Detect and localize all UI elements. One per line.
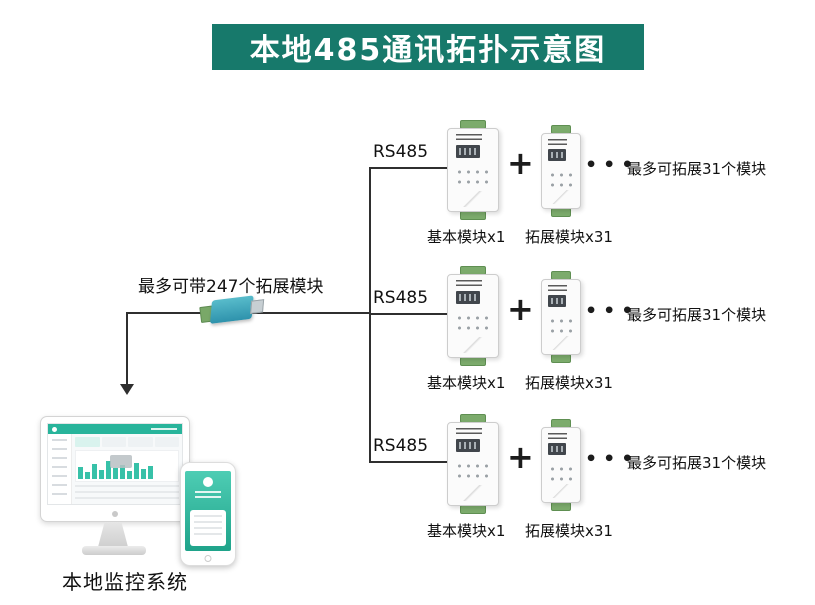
terminal-block-bottom bbox=[551, 502, 571, 511]
dashboard-screenshot bbox=[47, 423, 183, 505]
expansion-module bbox=[541, 271, 581, 363]
expansion-module bbox=[541, 125, 581, 217]
dashboard-body bbox=[48, 434, 182, 504]
terminal-holes bbox=[455, 313, 492, 334]
basic-module bbox=[447, 266, 499, 366]
max-expand-label: 最多可拓展31个模块 bbox=[627, 160, 767, 178]
terminal-block-bottom bbox=[460, 505, 486, 514]
plus-sign: + bbox=[507, 290, 534, 328]
dip-switch bbox=[548, 295, 566, 307]
app-card bbox=[190, 510, 226, 546]
terminal-holes bbox=[455, 167, 492, 188]
dashboard-main bbox=[72, 434, 182, 504]
basic-module bbox=[447, 414, 499, 514]
down-arrow-icon bbox=[120, 384, 134, 395]
dip-switch bbox=[456, 439, 480, 452]
terminal-holes bbox=[548, 316, 575, 337]
plus-sign: + bbox=[507, 438, 534, 476]
expansion-module-caption: 拓展模块x31 bbox=[525, 374, 613, 392]
module-body bbox=[447, 128, 499, 212]
phone bbox=[180, 462, 236, 566]
module-label-text bbox=[456, 134, 482, 140]
rs485-label: RS485 bbox=[373, 436, 429, 456]
terminal-block-bottom bbox=[460, 357, 486, 366]
ellipsis: ••• bbox=[585, 154, 640, 176]
module-label-text bbox=[548, 139, 567, 145]
page-title: 本地485通讯拓扑示意图 bbox=[212, 24, 644, 70]
max-expand-label: 最多可拓展31个模块 bbox=[627, 306, 767, 324]
avatar bbox=[203, 477, 213, 487]
module-detail bbox=[545, 484, 577, 498]
branch-row-2: RS485 + ••• 最多可拓展31个模块 基本模块x1 拓展 bbox=[371, 266, 815, 411]
monitor-base bbox=[82, 546, 146, 555]
rs485-label: RS485 bbox=[373, 288, 429, 308]
monitor-label: 本地监控系统 bbox=[62, 570, 188, 594]
ellipsis: ••• bbox=[585, 448, 640, 470]
dashboard-header bbox=[48, 424, 182, 434]
converter-body bbox=[209, 295, 254, 324]
monitor-stand bbox=[98, 522, 128, 547]
rs485-bus-line bbox=[371, 313, 447, 315]
module-label-text bbox=[548, 433, 567, 439]
usb-rs485-converter-icon bbox=[198, 288, 268, 334]
module-label-text bbox=[456, 280, 482, 286]
module-detail bbox=[452, 337, 494, 353]
terminal-holes bbox=[548, 464, 575, 485]
basic-module-caption: 基本模块x1 bbox=[427, 522, 506, 540]
dip-switch bbox=[548, 149, 566, 161]
terminal-holes bbox=[548, 170, 575, 191]
monitor-screen bbox=[40, 416, 190, 522]
module-body bbox=[541, 279, 581, 355]
bus-trunk-line bbox=[369, 167, 371, 463]
dip-switch bbox=[456, 291, 480, 304]
terminal-holes bbox=[455, 461, 492, 482]
ellipsis: ••• bbox=[585, 300, 640, 322]
dip-switch bbox=[456, 145, 480, 158]
hub-capacity-label: 最多可带247个拓展模块 bbox=[138, 277, 324, 297]
stat-cards bbox=[75, 437, 179, 447]
module-body bbox=[541, 133, 581, 209]
branch-row-3: RS485 + ••• 最多可拓展31个模块 基本模块x1 拓展 bbox=[371, 414, 815, 559]
app-header-text bbox=[195, 491, 221, 499]
module-detail bbox=[452, 191, 494, 207]
expansion-module bbox=[541, 419, 581, 511]
module-detail bbox=[545, 190, 577, 204]
rs485-bus-line bbox=[371, 461, 447, 463]
brand-logo-icon bbox=[112, 511, 118, 517]
rs485-bus-line bbox=[371, 167, 447, 169]
monitor-line bbox=[126, 312, 128, 386]
expansion-module-caption: 拓展模块x31 bbox=[525, 228, 613, 246]
mini-bar-chart bbox=[75, 450, 179, 482]
home-button bbox=[204, 555, 212, 562]
terminal-block-bottom bbox=[460, 211, 486, 220]
branch-row-1: RS485 + ••• 最多可拓展31个模块 基本模块x1 拓展 bbox=[371, 120, 815, 265]
dashboard-sidebar bbox=[48, 434, 72, 504]
converter-usb-plug bbox=[250, 299, 265, 314]
basic-module bbox=[447, 120, 499, 220]
basic-module-caption: 基本模块x1 bbox=[427, 228, 506, 246]
dip-switch bbox=[548, 443, 566, 455]
chart-tooltip bbox=[110, 455, 132, 468]
module-detail bbox=[452, 485, 494, 501]
terminal-block-bottom bbox=[551, 208, 571, 217]
module-label-text bbox=[548, 285, 567, 291]
expansion-module-caption: 拓展模块x31 bbox=[525, 522, 613, 540]
terminal-block-bottom bbox=[551, 354, 571, 363]
rs485-label: RS485 bbox=[373, 142, 429, 162]
module-body bbox=[447, 274, 499, 358]
module-body bbox=[447, 422, 499, 506]
data-table bbox=[75, 485, 179, 499]
plus-sign: + bbox=[507, 144, 534, 182]
module-detail bbox=[545, 336, 577, 350]
phone-screen bbox=[185, 471, 231, 551]
module-label-text bbox=[456, 428, 482, 434]
basic-module-caption: 基本模块x1 bbox=[427, 374, 506, 392]
module-body bbox=[541, 427, 581, 503]
max-expand-label: 最多可拓展31个模块 bbox=[627, 454, 767, 472]
